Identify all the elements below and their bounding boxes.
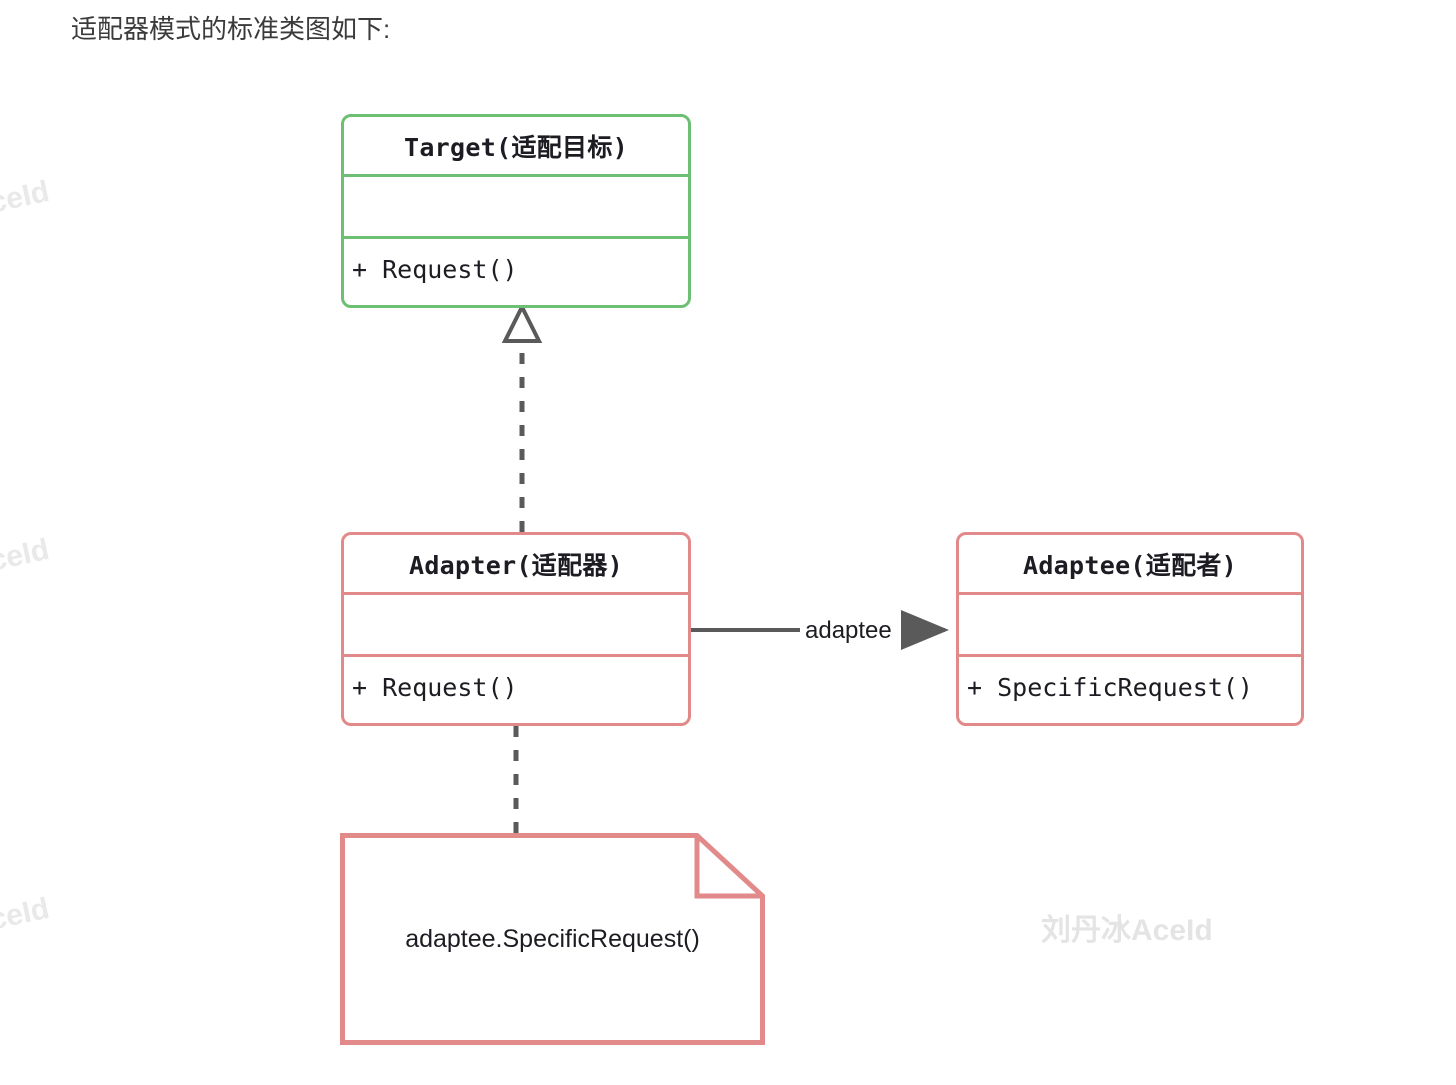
uml-class-target-method: + Request() (344, 236, 688, 299)
uml-class-target-attributes (344, 174, 688, 236)
note-shape (340, 833, 765, 1045)
uml-class-adapter-name: Adapter(适配器) (408, 550, 624, 580)
uml-class-target[interactable]: Target(适配目标) + Request() (341, 114, 691, 308)
uml-class-adaptee-method: + SpecificRequest() (959, 654, 1301, 717)
page-title: 适配器模式的标准类图如下: (71, 14, 391, 44)
uml-class-adaptee-name: Adaptee(适配者) (1022, 550, 1238, 580)
uml-class-adaptee-attributes (959, 592, 1301, 654)
uml-class-adapter[interactable]: Adapter(适配器) + Request() (341, 532, 691, 726)
uml-class-adaptee[interactable]: Adaptee(适配者) + SpecificRequest() (956, 532, 1304, 726)
watermark-center-bottom: 刘丹冰AceId (1041, 914, 1213, 947)
uml-class-adapter-method: + Request() (344, 654, 688, 717)
association-label-adaptee: adaptee (803, 617, 894, 645)
uml-note-adapter-body[interactable]: adaptee.SpecificRequest() (340, 833, 765, 1045)
uml-class-target-name: Target(适配目标) (403, 132, 628, 162)
uml-class-adapter-attributes (344, 592, 688, 654)
relation-realization (501, 302, 543, 532)
